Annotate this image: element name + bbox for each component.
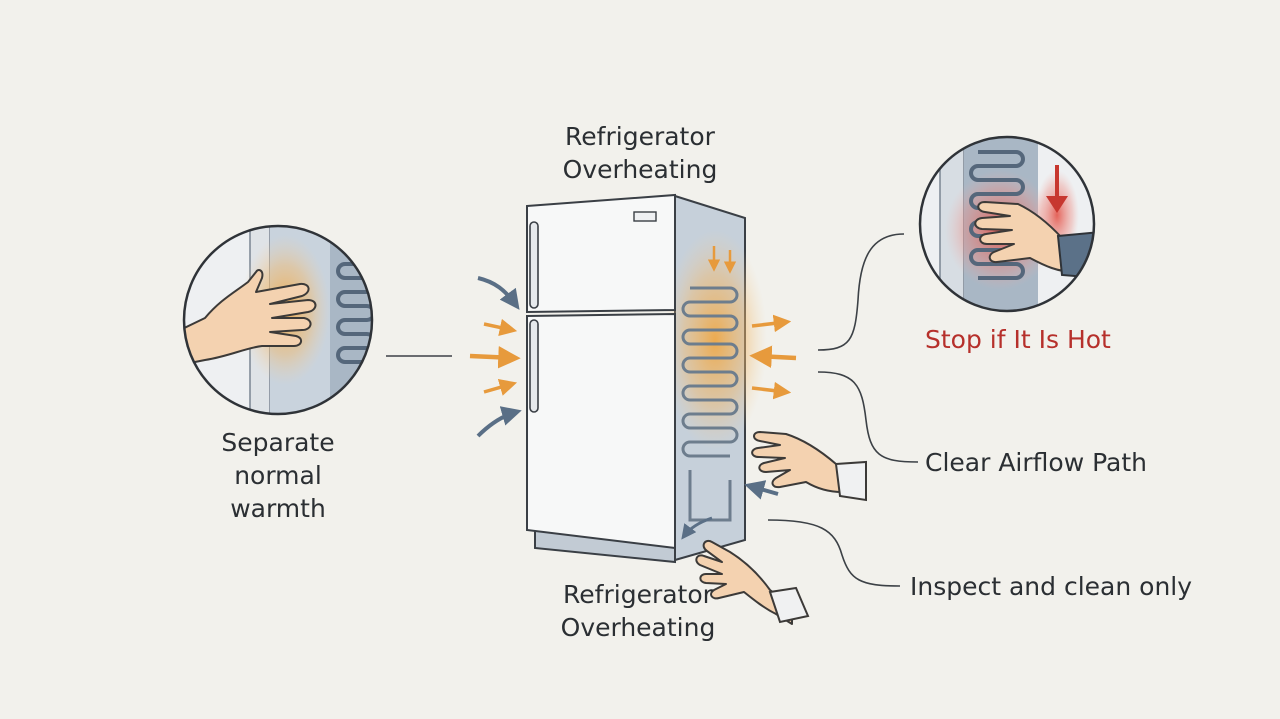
- left-callout-line-3: warmth: [230, 494, 326, 523]
- heat-arrow-icon: [749, 345, 797, 369]
- airflow-arrows-left: [469, 276, 522, 438]
- heat-arrow-icon: [751, 381, 792, 400]
- left-callout-line-2: normal: [234, 461, 322, 490]
- heat-arrow-icon: [483, 318, 518, 336]
- airflow-callout-label: Clear Airflow Path: [925, 448, 1148, 477]
- title-bottom-line-1: Refrigerator: [563, 580, 713, 609]
- airflow-connector-line: [817, 371, 919, 463]
- coil-icon: [681, 286, 739, 458]
- heat-arrow-icon: [707, 246, 737, 274]
- left-inset-circle: [182, 224, 374, 416]
- hand-icon: [184, 269, 317, 366]
- stop-callout-label: Stop if It Is Hot: [925, 325, 1111, 354]
- refrigerator: [526, 193, 767, 564]
- airflow-arrows-right: [681, 314, 797, 540]
- hand-icon: [695, 540, 810, 625]
- airflow-arrow-icon: [744, 480, 779, 500]
- airflow-arrow-icon: [476, 406, 522, 438]
- title-bottom: Refrigerator Overheating: [538, 578, 738, 644]
- airflow-arrow-icon: [477, 276, 520, 310]
- inspect-callout-label: Inspect and clean only: [910, 572, 1193, 601]
- down-arrow-icon: [1046, 165, 1068, 213]
- left-callout-line-1: Separate: [221, 428, 335, 457]
- title-bottom-line-2: Overheating: [560, 613, 716, 642]
- stop-connector-line: [817, 233, 905, 351]
- title-top-line-2: Overheating: [562, 155, 718, 184]
- inspect-connector-line: [767, 519, 901, 587]
- right-inset-circle: [918, 135, 1096, 313]
- title-top: Refrigerator Overheating: [540, 120, 740, 186]
- hand-icon: [974, 201, 1094, 280]
- heat-arrow-icon: [483, 378, 518, 396]
- title-top-line-1: Refrigerator: [565, 122, 715, 151]
- heat-arrow-icon: [469, 346, 521, 369]
- heat-arrow-icon: [751, 314, 792, 333]
- airflow-arrow-icon: [681, 516, 713, 540]
- hand-icon: [751, 431, 867, 502]
- left-callout-label: Separate normal warmth: [208, 426, 348, 525]
